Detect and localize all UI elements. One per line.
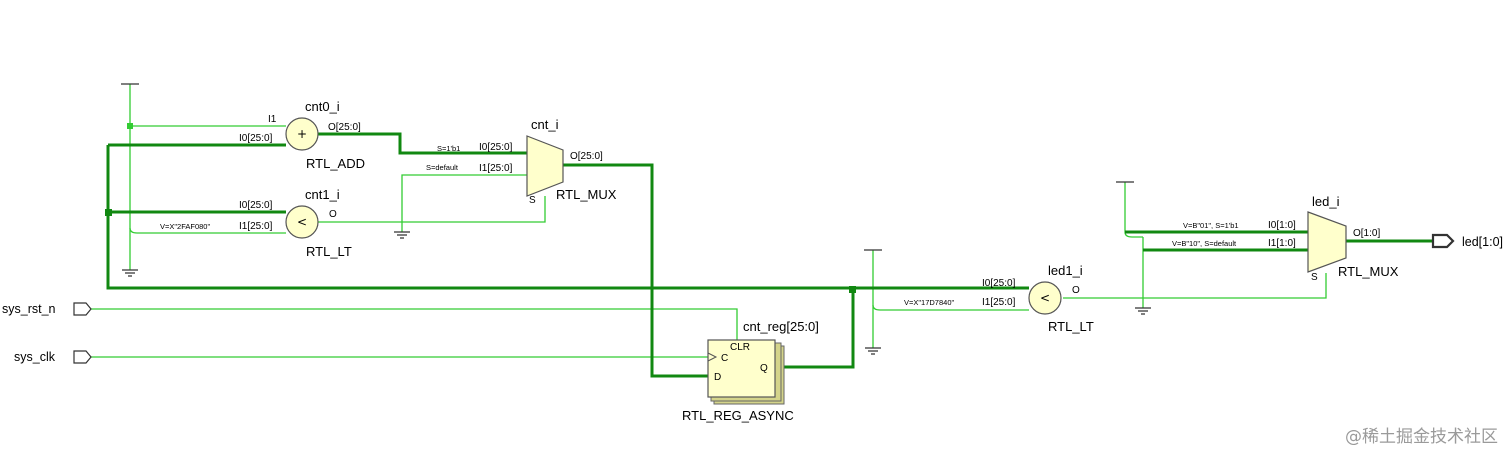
pin-label: D [714, 372, 721, 383]
pin-label: S [1311, 272, 1318, 283]
pin-label: C [721, 353, 728, 364]
pin-label: O [329, 209, 337, 220]
pin-label: I0[1:0] [1268, 220, 1296, 231]
pin-label: I1[25:0] [982, 297, 1016, 308]
type-label: RTL_LT [306, 244, 352, 259]
pin-label: S [529, 195, 536, 206]
pin-label: I1[25:0] [239, 221, 273, 232]
pin-label: CLR [730, 342, 750, 353]
instance-label: cnt_reg[25:0] [743, 319, 819, 334]
lt-symbol: < [297, 215, 307, 229]
port-label-led: led[1:0] [1462, 235, 1503, 249]
cell-cnt-reg[interactable]: cnt_reg[25:0] RTL_REG_ASYNC CLR C D Q [682, 319, 819, 423]
port-led[interactable]: led[1:0] [1431, 233, 1503, 249]
instance-label: cnt0_i [305, 99, 340, 114]
bus-wires [106, 132, 1432, 378]
pin-label: I1[1:0] [1268, 238, 1296, 249]
cell-led-mux[interactable]: led_i RTL_MUX I0[1:0] I1[1:0] O[1:0] S V… [1172, 194, 1399, 283]
constant-label: V=X"2FAF080" [160, 222, 210, 231]
cell-cnt1-lt[interactable]: < cnt1_i RTL_LT I0[25:0] I1[25:0] O V=X"… [160, 187, 352, 259]
pin-label: I0[25:0] [239, 200, 273, 211]
instance-label: cnt_i [531, 117, 559, 132]
add-symbol: + [297, 127, 307, 141]
pin-label: Q [760, 363, 768, 374]
type-label: RTL_LT [1048, 319, 1094, 334]
port-sys-rst-n[interactable]: sys_rst_n [2, 302, 92, 316]
lt-symbol: < [1040, 291, 1050, 305]
pin-label: O [1072, 285, 1080, 296]
pin-label: I0[25:0] [239, 133, 273, 144]
pin-label: O[1:0] [1353, 228, 1380, 239]
type-label: RTL_MUX [556, 187, 617, 202]
pin-label: O[25:0] [570, 151, 603, 162]
type-label: RTL_REG_ASYNC [682, 408, 794, 423]
power-symbols [121, 83, 1151, 355]
port-label-sys-clk: sys_clk [14, 350, 56, 364]
instance-label: led1_i [1048, 263, 1083, 278]
port-label-sys-rst-n: sys_rst_n [2, 302, 56, 316]
select-label: S=1'b1 [437, 144, 460, 153]
cell-cnt0-add[interactable]: + cnt0_i RTL_ADD I1 I0[25:0] O[25:0] [239, 99, 365, 171]
type-label: RTL_ADD [306, 156, 365, 171]
pin-label: O[25:0] [328, 122, 361, 133]
junctions [105, 123, 856, 293]
type-label: RTL_MUX [1338, 264, 1399, 279]
watermark: @稀土掘金技术社区 [1345, 427, 1498, 447]
cell-cnt-mux[interactable]: cnt_i RTL_MUX I0[25:0] I1[25:0] O[25:0] … [426, 117, 617, 206]
pin-label: I0[25:0] [479, 142, 513, 153]
constant-label: V=B"10", S=default [1172, 239, 1237, 248]
constant-label: V=X"17D7840" [904, 298, 954, 307]
select-label: S=default [426, 163, 459, 172]
pin-label: I1[25:0] [479, 163, 513, 174]
instance-label: led_i [1312, 194, 1340, 209]
constant-label: V=B"01", S=1'b1 [1183, 221, 1239, 230]
pin-label: I1 [268, 114, 277, 125]
cell-led1-lt[interactable]: < led1_i RTL_LT I0[25:0] I1[25:0] O V=X"… [904, 263, 1094, 334]
port-sys-clk[interactable]: sys_clk [14, 350, 92, 364]
instance-label: cnt1_i [305, 187, 340, 202]
pin-label: I0[25:0] [982, 278, 1016, 289]
